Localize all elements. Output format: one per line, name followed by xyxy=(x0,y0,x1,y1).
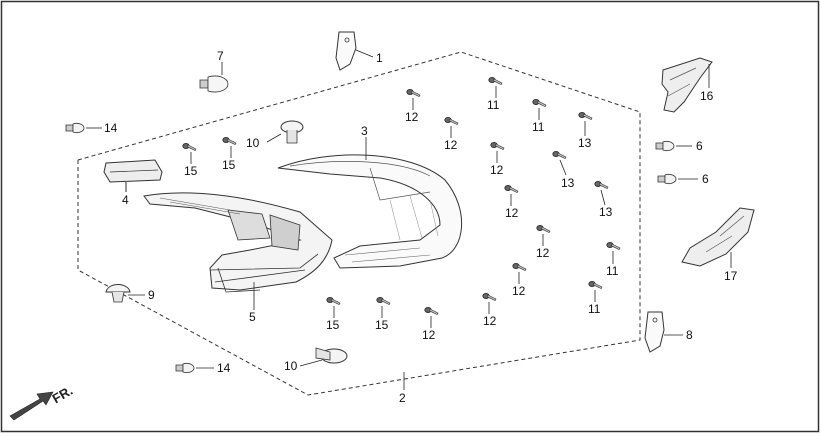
bulb-icon xyxy=(65,122,85,134)
callout-17: 17 xyxy=(724,269,738,283)
callout-9: 9 xyxy=(148,288,155,302)
callout-10-top: 10 xyxy=(246,136,260,150)
bulb-icon xyxy=(175,362,195,374)
callout-10-bottom: 10 xyxy=(284,359,298,373)
rivet-bottom-part xyxy=(315,347,348,364)
callout-14-bottom: 14 xyxy=(217,361,231,375)
callout-12: 12 xyxy=(536,246,550,260)
bulb-icon xyxy=(657,173,677,185)
bulb-icon xyxy=(655,140,675,152)
callout-15: 15 xyxy=(326,318,340,332)
callout-11: 11 xyxy=(532,120,545,134)
callout-15: 15 xyxy=(375,318,389,332)
callout-16: 16 xyxy=(700,89,714,103)
callout-2: 2 xyxy=(399,391,406,405)
callout-12: 12 xyxy=(444,138,458,152)
callout-15: 15 xyxy=(184,164,198,178)
side-bracket-upper-part xyxy=(661,57,713,113)
callout-5: 5 xyxy=(249,310,256,324)
callout-15: 15 xyxy=(222,158,236,172)
bulb-large-part xyxy=(199,75,229,93)
callout-11: 11 xyxy=(588,302,601,316)
callout-14-left: 14 xyxy=(104,121,118,135)
callout-8: 8 xyxy=(686,328,693,342)
callout-12: 12 xyxy=(512,284,526,298)
callout-4: 4 xyxy=(122,193,129,207)
callout-7: 7 xyxy=(217,49,224,63)
callout-11: 11 xyxy=(487,98,500,112)
callout-1: 1 xyxy=(376,51,383,65)
callout-6-lower: 6 xyxy=(702,172,709,186)
callout-13: 13 xyxy=(561,176,575,190)
callout-12: 12 xyxy=(405,110,419,124)
bracket-top-part xyxy=(335,31,357,71)
leader-lines xyxy=(86,49,732,390)
callout-12: 12 xyxy=(483,314,497,328)
rivet-top-part xyxy=(280,120,304,144)
tail-light-lens-part xyxy=(277,154,463,269)
callout-12: 12 xyxy=(422,328,436,342)
license-light-part xyxy=(103,159,163,192)
bracket-right-part xyxy=(644,311,665,353)
tail-light-housing-part xyxy=(143,192,333,293)
callout-11: 11 xyxy=(606,264,619,278)
assembly-outline xyxy=(77,51,641,396)
callout-12: 12 xyxy=(505,206,519,220)
callout-3: 3 xyxy=(361,124,368,138)
front-arrow-icon xyxy=(9,391,54,421)
callout-12: 12 xyxy=(490,163,504,177)
callout-13: 13 xyxy=(578,136,592,150)
grommet-part xyxy=(105,284,131,303)
callout-6-upper: 6 xyxy=(696,139,703,153)
callout-13: 13 xyxy=(599,205,613,219)
